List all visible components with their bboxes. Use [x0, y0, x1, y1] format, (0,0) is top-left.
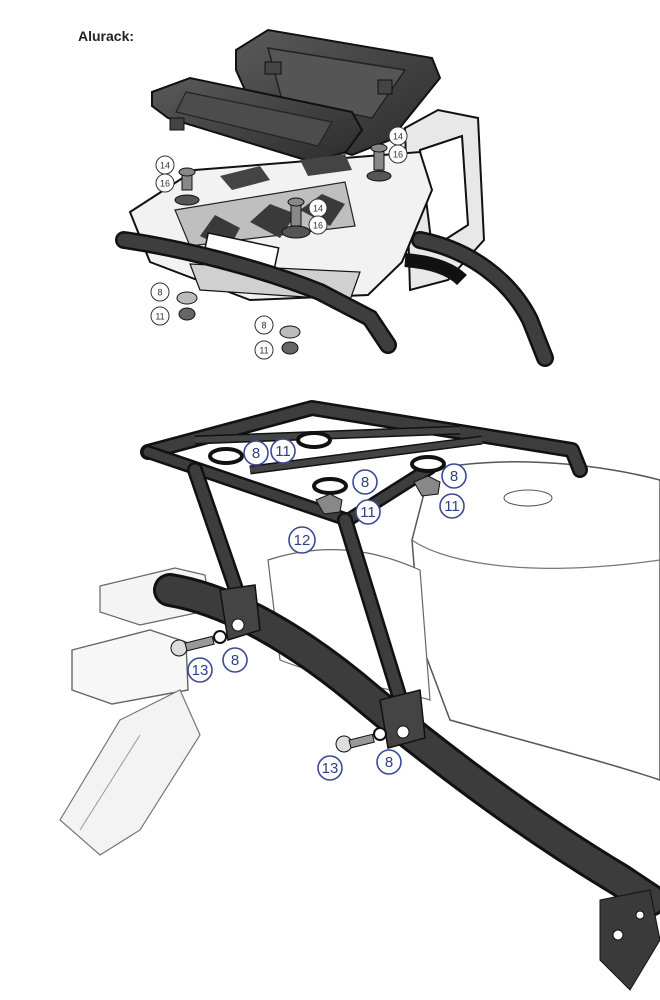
- bottom-callout-label: 8: [361, 474, 369, 491]
- top-callout-16: 16: [308, 215, 328, 235]
- top-callout-label: 8: [157, 288, 162, 298]
- top-callout-label: 16: [393, 150, 403, 160]
- bottom-callout-8: 8: [441, 463, 467, 489]
- top-callout-8: 8: [150, 282, 170, 302]
- bolt-left: [174, 167, 200, 206]
- top-callout-16: 16: [155, 173, 175, 193]
- bottom-callout-label: 11: [360, 504, 376, 521]
- bottom-callout-label: 12: [294, 532, 311, 549]
- bottom-callout-label: 11: [444, 498, 460, 515]
- top-callout-label: 14: [313, 204, 323, 214]
- top-callout-14: 14: [308, 198, 328, 218]
- bottom-callout-8: 8: [352, 469, 378, 495]
- top-callout-16: 16: [388, 144, 408, 164]
- top-callout-14: 14: [388, 126, 408, 146]
- bottom-callout-8: 8: [222, 647, 248, 673]
- bottom-callout-12: 12: [288, 526, 316, 554]
- bottom-callout-label: 8: [252, 445, 260, 462]
- bottom-callout-label: 8: [385, 754, 393, 771]
- bolt-right: [366, 143, 392, 182]
- top-illustration: [115, 28, 554, 367]
- bottom-illustration: [59, 400, 660, 991]
- top-callout-11: 11: [254, 340, 274, 360]
- bottom-callout-label: 8: [450, 468, 458, 485]
- bottom-callout-label: 13: [322, 760, 339, 777]
- bottom-callout-label: 11: [275, 443, 291, 460]
- bottom-callout-13: 13: [187, 657, 213, 683]
- top-callout-label: 14: [393, 132, 403, 142]
- top-callout-14: 14: [155, 155, 175, 175]
- top-callout-8: 8: [254, 315, 274, 335]
- callout-layer: 14 16 14 16 14 16 8 11 8 11 8 11 8 11 8 11 12 13 8 13 8: [150, 126, 467, 781]
- top-callout-label: 8: [261, 321, 266, 331]
- top-callout-label: 11: [155, 312, 164, 322]
- bottom-callout-label: 8: [231, 652, 239, 669]
- bottom-callout-8: 8: [243, 440, 269, 466]
- bottom-callout-11: 11: [270, 438, 296, 464]
- top-callout-label: 16: [313, 221, 323, 231]
- bottom-callout-11: 11: [355, 499, 381, 525]
- diagram-title: Alurack:: [78, 28, 135, 44]
- top-callout-label: 11: [259, 346, 268, 356]
- top-callout-11: 11: [150, 306, 170, 326]
- bottom-callout-13: 13: [317, 755, 343, 781]
- top-callout-label: 14: [160, 161, 170, 171]
- bottom-callout-label: 13: [192, 662, 209, 679]
- bolt-center: [281, 197, 311, 239]
- bolt-right-side: [335, 727, 387, 753]
- bolt-left-side: [170, 630, 227, 657]
- top-callout-label: 16: [160, 179, 170, 189]
- bottom-callout-11: 11: [439, 493, 465, 519]
- bottom-callout-8: 8: [376, 749, 402, 775]
